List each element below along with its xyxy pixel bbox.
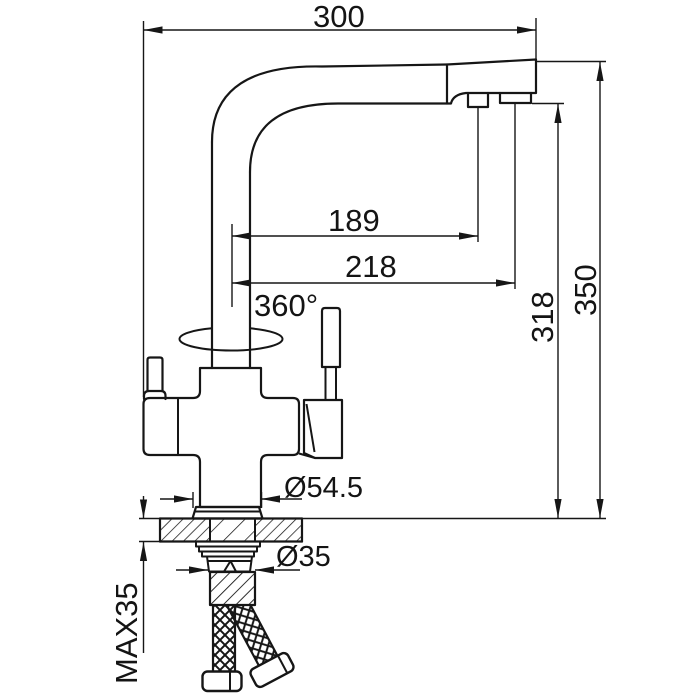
faucet-outline	[142, 58, 538, 520]
arrowhead	[232, 279, 251, 287]
spout-outlet-2	[498, 91, 533, 105]
counter-hatch-right	[255, 518, 302, 542]
arrowhead	[255, 566, 274, 574]
spout-outer-edge	[210, 63, 449, 144]
shank-collar-facet	[223, 560, 232, 573]
fixing-assembly	[195, 540, 295, 693]
mixer-lever	[320, 306, 342, 369]
label-spout-width: 300	[313, 0, 365, 34]
arrowhead	[596, 62, 604, 81]
arrowhead	[554, 499, 562, 518]
filter-lever-boss	[142, 389, 167, 401]
arrowhead	[261, 495, 280, 503]
shank-section-hatch	[210, 518, 255, 542]
arrowhead	[554, 104, 562, 123]
hose-fitting-right	[249, 651, 295, 689]
valve-body	[142, 366, 301, 509]
filter-lever	[146, 356, 164, 393]
label-shank-diameter: Ø35	[276, 541, 331, 573]
swivel-ellipse	[249, 327, 284, 340]
label-swivel-angle: 360°	[254, 288, 318, 323]
arrowhead	[174, 495, 193, 503]
dimension-labels: 300 189 218 360° 318 350 Ø54.5 Ø35 MAX35	[109, 0, 603, 684]
label-outlet1-reach: 189	[328, 203, 380, 238]
spout-outlet-1	[466, 91, 490, 109]
arrowhead	[517, 26, 536, 34]
arrowhead	[143, 26, 163, 34]
label-max-deck-thickness: MAX35	[109, 582, 144, 684]
arrowhead	[232, 232, 251, 240]
mounting-nut-hatch	[210, 572, 255, 605]
hose-fitting-left	[201, 670, 243, 693]
mounting-nut	[208, 570, 257, 607]
shank-collar-facet	[229, 560, 237, 572]
arrowhead	[596, 499, 604, 518]
mixer-handle-facet	[305, 403, 316, 453]
arrowhead	[139, 499, 148, 519]
swivel-ellipse	[178, 338, 284, 352]
mixer-handle-facet	[298, 452, 316, 459]
countertop-section	[158, 517, 304, 543]
hose-fitting-right-facet	[277, 655, 288, 674]
arrowhead	[189, 566, 208, 574]
label-base-diameter: Ø54.5	[284, 472, 363, 504]
arrowhead	[139, 542, 148, 561]
arrowhead	[496, 279, 515, 287]
spout-inner-edge	[248, 102, 449, 174]
mixer-handle-base	[302, 398, 344, 460]
counter-hatch-left	[160, 518, 210, 542]
spout-head	[445, 58, 538, 105]
arrowhead	[459, 232, 478, 240]
label-outlet-height: 318	[525, 291, 560, 343]
label-overall-height: 350	[568, 264, 603, 316]
label-outlet2-reach: 218	[345, 249, 397, 284]
base-flange	[191, 505, 264, 520]
swivel-ellipse	[178, 327, 213, 340]
dimension-lines	[139, 18, 606, 653]
